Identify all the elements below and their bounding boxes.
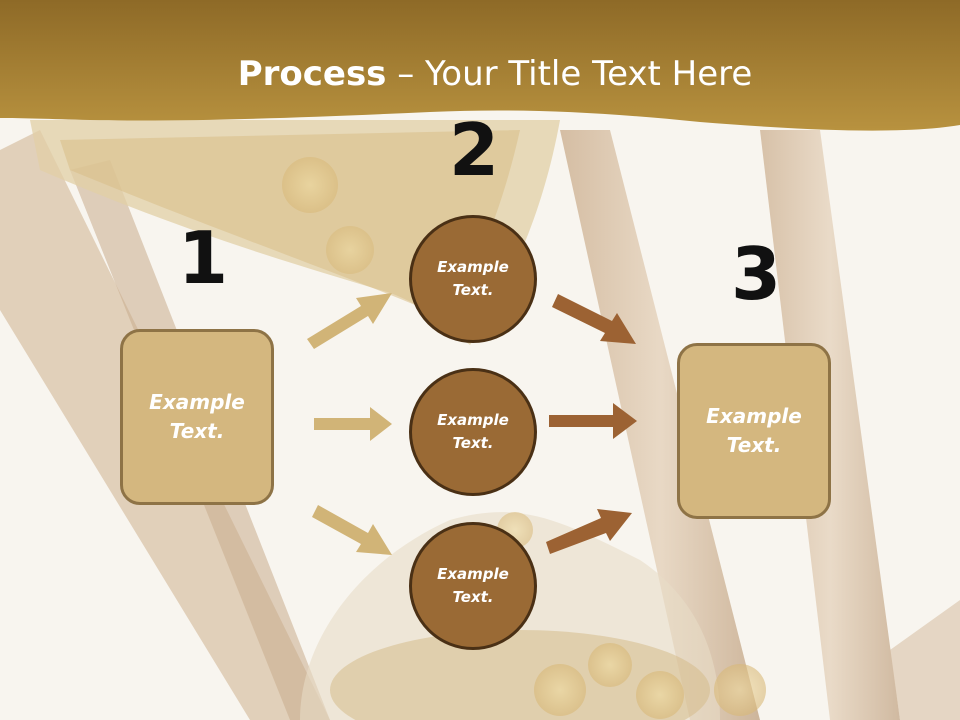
circle-bottom: Example Text. (409, 522, 537, 650)
arrow-1-to-middle (314, 407, 392, 441)
circle-top: Example Text. (409, 215, 537, 343)
title-rest: – Your Title Text Here (386, 54, 753, 94)
title-bold: Process (237, 54, 387, 94)
circle-bottom-text: Example Text. (437, 565, 509, 606)
arrow-1-to-bottom (312, 505, 392, 555)
arrow-bottom-to-3 (546, 509, 632, 554)
step-3-text: Example Text. (706, 404, 802, 457)
circle-middle: Example Text. (409, 368, 537, 496)
step-number-3: 3 (731, 232, 782, 316)
step-3-box: Example Text. (677, 343, 831, 519)
circle-top-text: Example Text. (437, 258, 509, 299)
arrow-top-to-3 (552, 294, 636, 344)
step-1-text: Example Text. (149, 390, 245, 443)
step-number-2: 2 (449, 108, 500, 192)
step-number-1: 1 (178, 216, 229, 300)
step-1-box: Example Text. (120, 329, 274, 505)
title-banner (0, 0, 960, 131)
page-title: Process – Your Title Text Here (0, 52, 960, 96)
arrow-1-to-top (307, 293, 392, 349)
arrow-middle-to-3 (549, 403, 637, 439)
circle-middle-text: Example Text. (437, 411, 509, 452)
